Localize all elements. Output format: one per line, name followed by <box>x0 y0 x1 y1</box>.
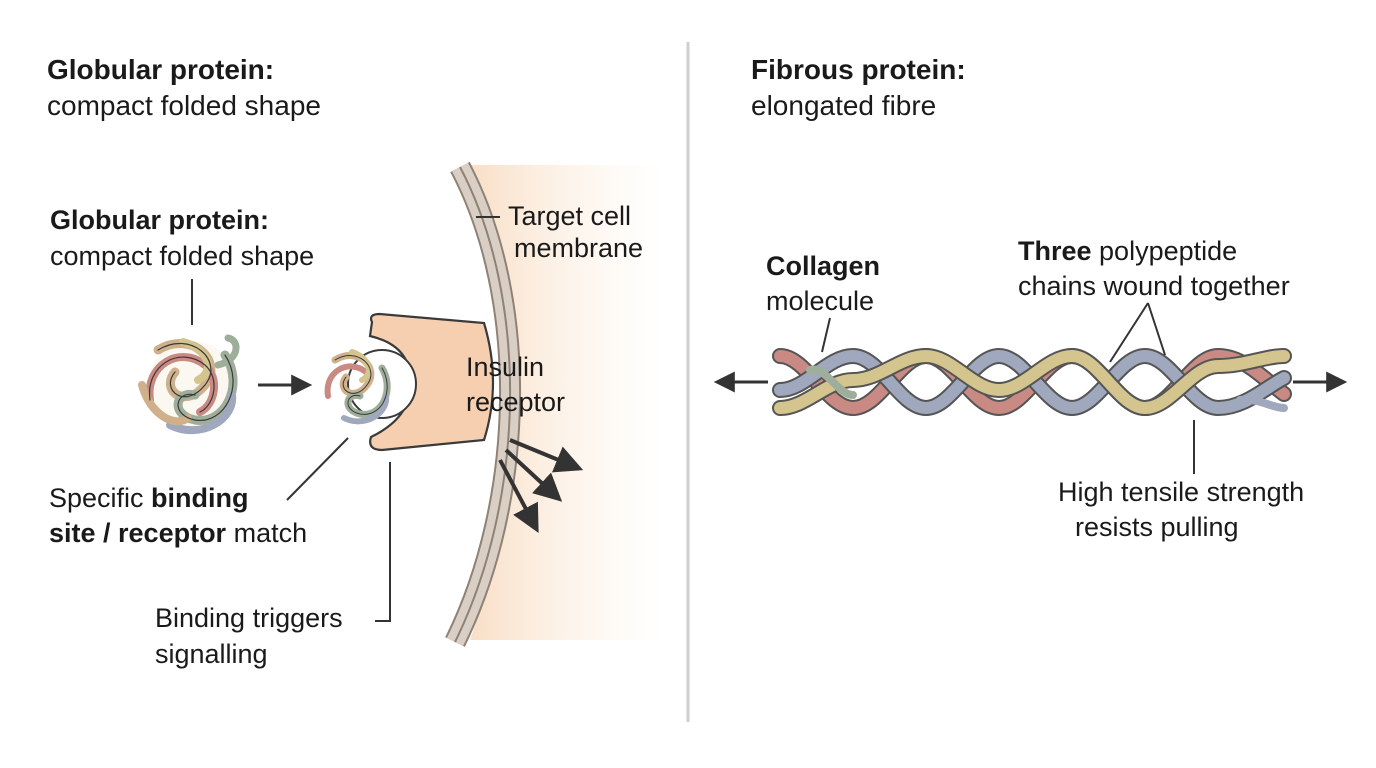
chains-rest: polypeptide <box>1091 236 1238 266</box>
chains-leader-line-2 <box>1147 302 1166 356</box>
chains-label-line-2: chains wound together <box>1018 271 1290 301</box>
protein-label-title: Globular protein: <box>50 205 269 235</box>
signalling-arrows <box>498 438 584 533</box>
binding-site-label-line-2: site / receptor match <box>49 516 307 550</box>
collagen-label-subtitle: molecule <box>766 286 875 316</box>
strength-label-line-1: High tensile strength <box>1058 477 1305 507</box>
trigger-label-line-1: Binding triggers <box>155 603 343 633</box>
cell-membrane <box>445 161 522 647</box>
membrane-label-line-1: Target cell <box>508 201 632 231</box>
receptor-label-line-2: receptor <box>466 387 566 417</box>
left-panel-subtitle: compact folded shape <box>47 90 321 121</box>
binding-pocket <box>347 349 417 419</box>
left-panel-title: Globular protein: <box>47 54 275 85</box>
trigger-leader-line <box>375 462 391 622</box>
binding-site-bold-1: binding <box>151 483 249 513</box>
collagen-leader-line <box>821 317 831 353</box>
bound-globular-protein <box>324 349 391 425</box>
receptor-label-line-1: Insulin <box>466 352 545 382</box>
chains-label-line-1: Three polypeptide <box>1018 234 1237 268</box>
right-panel-subtitle: elongated fibre <box>751 90 937 121</box>
globular-protein <box>138 334 240 435</box>
collagen-triple-helix <box>772 347 1292 417</box>
membrane-label-line-2: membrane <box>514 233 644 263</box>
binding-site-suffix: match <box>226 518 308 548</box>
chains-leader-line-1 <box>1109 302 1149 363</box>
binding-site-prefix: Specific <box>49 483 152 513</box>
binding-site-leader-line <box>286 437 349 501</box>
binding-site-label-line-1: Specific binding <box>49 481 249 515</box>
right-panel-title: Fibrous protein: <box>751 54 966 85</box>
binding-site-bold-2: site / receptor <box>49 518 227 548</box>
collagen-label-title: Collagen <box>766 251 881 281</box>
strength-label-line-2: resists pulling <box>1075 512 1239 542</box>
protein-label-subtitle: compact folded shape <box>50 241 315 271</box>
chains-bold: Three <box>1018 236 1092 266</box>
trigger-label-line-2: signalling <box>155 639 268 669</box>
